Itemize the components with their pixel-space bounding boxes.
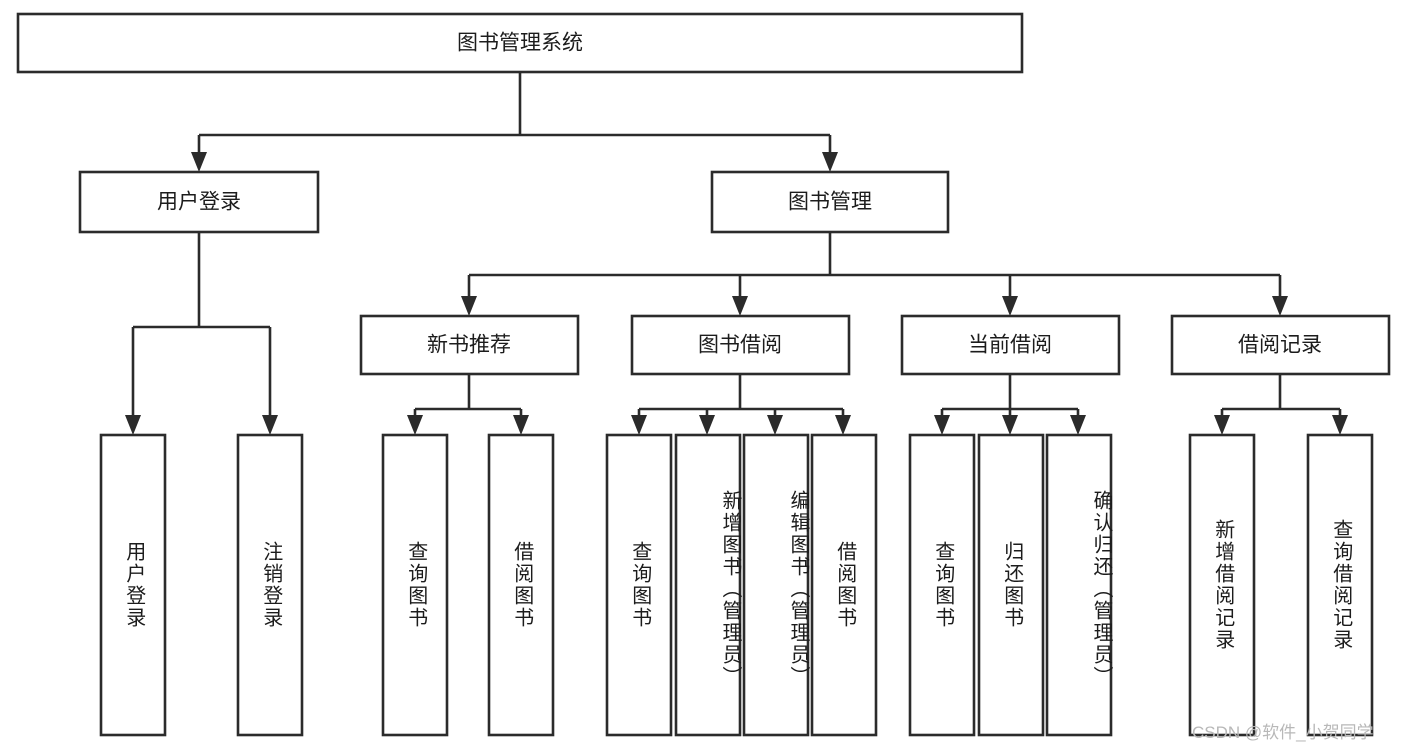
leaf-box-add-book[interactable] [674, 433, 742, 737]
node-borrow-record-label: 借阅记录 [1238, 334, 1322, 357]
node-root[interactable]: 图书管理系统 [16, 12, 1024, 74]
leaf-box-query-record[interactable] [1306, 433, 1374, 737]
node-current-borrow-box[interactable] [900, 314, 1121, 376]
node-new-book-recommend[interactable]: 新书推荐 [359, 314, 580, 376]
node-root-label: 图书管理系统 [457, 32, 583, 55]
leaf-box-user-login[interactable] [99, 433, 167, 737]
leaf-box-query-book-2[interactable] [605, 433, 673, 737]
node-user-login-box[interactable] [78, 170, 320, 234]
connector-root-to-level2 [191, 72, 838, 172]
leaf-box-add-record[interactable] [1188, 433, 1256, 737]
node-user-login[interactable]: 用户登录 [78, 170, 320, 234]
connector-currentborrow-to-leaves [934, 374, 1086, 435]
leaf-box-query-book-1[interactable] [381, 433, 449, 737]
connector-newbook-to-leaves [407, 374, 529, 435]
leaf-boxes [99, 433, 1374, 737]
node-current-borrow-label: 当前借阅 [968, 334, 1052, 357]
node-root-box[interactable] [16, 12, 1024, 74]
connector-userlogin-to-leaves [125, 232, 278, 435]
connector-bookmanage-to-level3 [461, 232, 1288, 316]
node-book-borrow-label: 图书借阅 [698, 334, 782, 357]
node-new-book-recommend-label: 新书推荐 [427, 334, 511, 357]
node-new-book-recommend-box[interactable] [359, 314, 580, 376]
leaf-box-confirm-return[interactable] [1045, 433, 1113, 737]
connector-bookborrow-to-leaves [631, 374, 851, 435]
csdn-watermark: CSDN @软件_小贺同学 [1192, 723, 1374, 742]
leaf-box-borrow-book-2[interactable] [810, 433, 878, 737]
node-user-login-label: 用户登录 [157, 191, 241, 214]
node-book-manage-box[interactable] [710, 170, 950, 234]
connector-borrowrecord-to-leaves [1214, 374, 1348, 435]
leaf-box-return-book[interactable] [977, 433, 1045, 737]
node-current-borrow[interactable]: 当前借阅 [900, 314, 1121, 376]
node-book-borrow-box[interactable] [630, 314, 851, 376]
leaf-box-edit-book[interactable] [742, 433, 810, 737]
node-borrow-record-box[interactable] [1170, 314, 1391, 376]
node-book-manage[interactable]: 图书管理 [710, 170, 950, 234]
node-borrow-record[interactable]: 借阅记录 [1170, 314, 1391, 376]
leaf-box-logout-login[interactable] [236, 433, 304, 737]
leaf-box-query-book-3[interactable] [908, 433, 976, 737]
node-book-manage-label: 图书管理 [788, 191, 872, 214]
leaf-box-borrow-book-1[interactable] [487, 433, 555, 737]
node-book-borrow[interactable]: 图书借阅 [630, 314, 851, 376]
